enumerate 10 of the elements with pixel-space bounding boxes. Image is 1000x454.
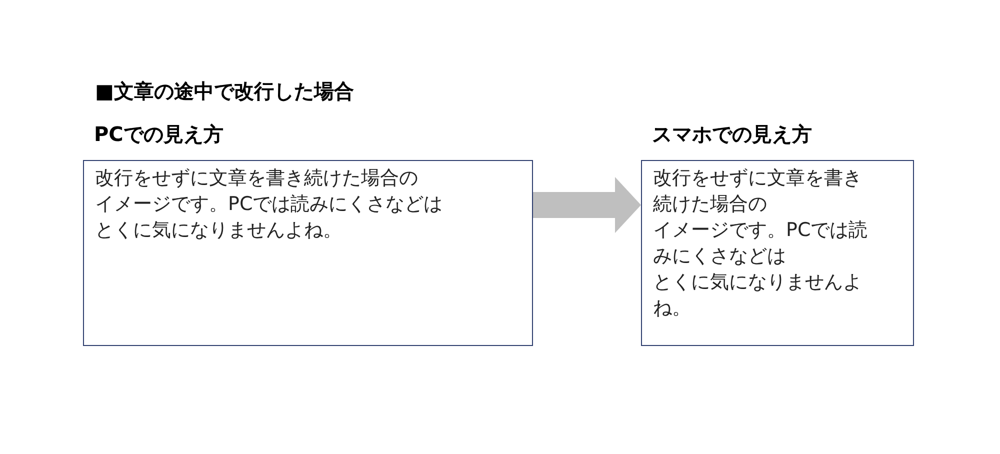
body-text: イメージです。PCでは読みにくさなどは: [95, 192, 444, 217]
diagram-title: ■文章の途中で改行した場合: [95, 78, 354, 105]
body-text: 改行をせずに文章を書き続けた場合の: [95, 166, 419, 191]
body-text: 改行をせずに文章を書き続けた場合の: [653, 166, 863, 217]
view-heading: スマホでの見え方: [652, 121, 812, 148]
view-heading: PCでの見え方: [94, 121, 224, 148]
body-text: とくに気になりませんよね。: [95, 218, 343, 243]
body-text: イメージです。PCでは読みにくさなどは: [653, 218, 869, 269]
block-arrow: [533, 177, 641, 233]
body-text: とくに気になりませんよね。: [653, 270, 863, 321]
